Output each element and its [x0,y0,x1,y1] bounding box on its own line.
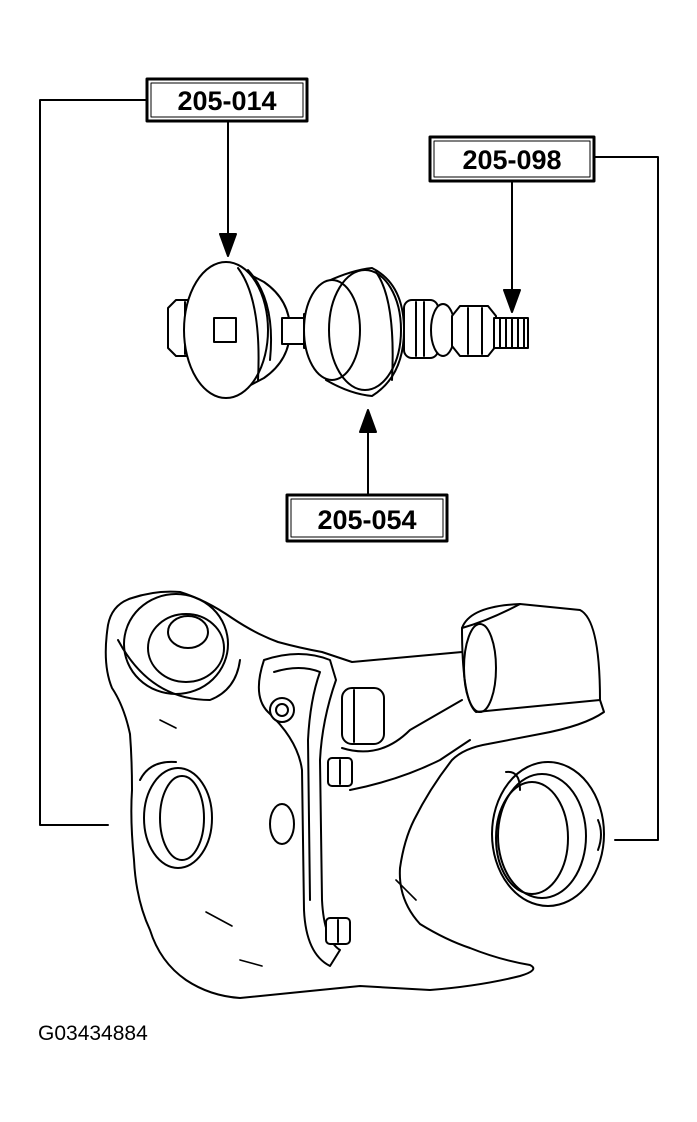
center-rib [257,653,471,967]
pivot-boss-inner [167,615,209,649]
leader-line-205-098-to-bore [594,156,659,841]
bolt-upper [269,697,295,723]
forcing-screw [493,317,529,349]
surface-hatch [159,719,417,967]
control-arm-housing [104,590,605,999]
arrow-head-205-014 [219,233,237,257]
receiver-disc-medium [303,267,405,397]
tool-assembly [167,261,529,399]
callout-label: 205-098 [462,145,561,175]
bolt-middle [327,757,353,787]
spacer-collar [403,299,439,359]
callout-205-054: 205-054 [285,493,449,543]
rib-hole [269,803,295,845]
figure-id: G03434884 [38,1022,148,1045]
leader-line-205-014-to-housing [39,99,148,826]
bolt-lower [325,917,351,945]
callout-label: 205-014 [177,86,276,116]
callout-205-098: 205-098 [428,135,596,183]
left-bore [139,760,213,869]
rib-pocket [341,687,385,745]
hex-nut-right [451,305,497,357]
callout-205-014: 205-014 [145,77,309,123]
callout-label: 205-054 [317,505,416,535]
arrow-head-205-054 [359,409,377,433]
right-bore [491,761,605,907]
leader-lines [39,99,659,841]
receiver-disc-large [183,261,291,399]
upper-bushing [461,603,601,713]
arrow-head-205-098 [503,289,521,313]
